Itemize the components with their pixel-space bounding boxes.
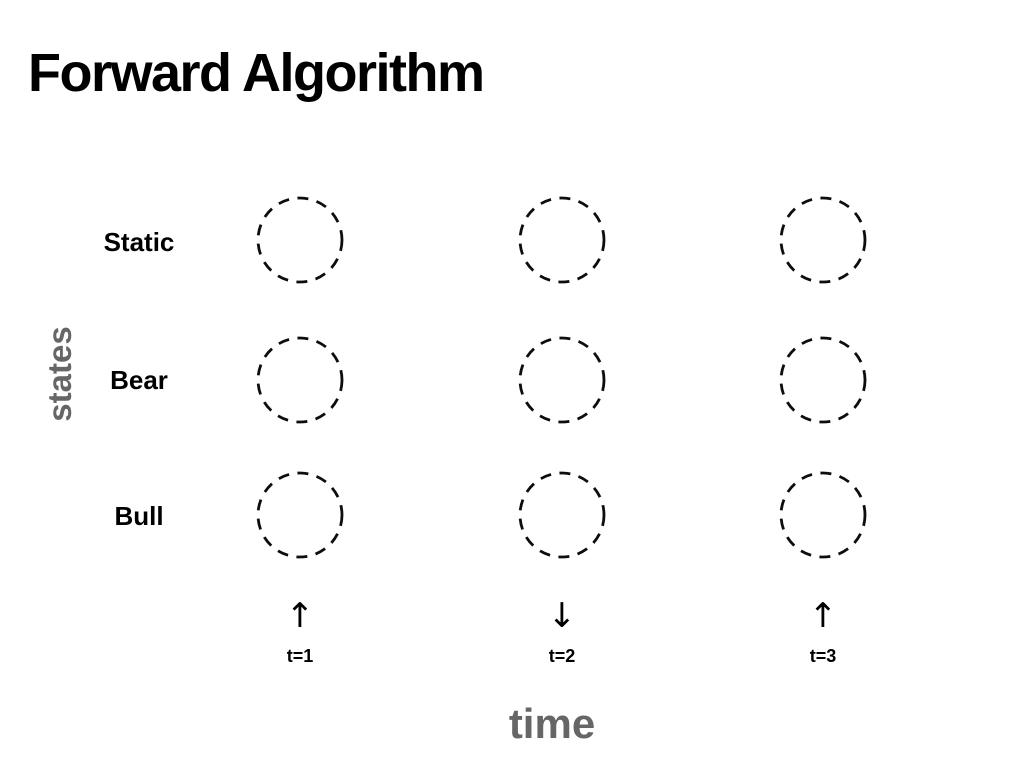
slide-title: Forward Algorithm (28, 43, 485, 103)
state-label-static: Static (103, 227, 175, 257)
up-arrow-icon-t3: ↑ (808, 596, 838, 636)
down-arrow-icon-t2: ↓ (547, 596, 577, 636)
state-label-bear: Bear (110, 365, 168, 395)
state-node-static-t2 (518, 196, 606, 284)
state-node-bull-t3 (779, 471, 867, 559)
timestep-label-t3: t=3 (809, 646, 837, 666)
state-node-bear-t2 (518, 336, 606, 424)
time-axis-label: time (508, 700, 596, 747)
state-node-static-t1 (256, 196, 344, 284)
state-label-bull: Bull (114, 501, 164, 531)
state-node-bear-t3 (779, 336, 867, 424)
state-node-bear-t1 (256, 336, 344, 424)
state-node-static-t3 (779, 196, 867, 284)
state-node-bull-t2 (518, 471, 606, 559)
up-arrow-icon-t1: ↑ (285, 596, 315, 636)
timestep-label-t2: t=2 (548, 646, 576, 666)
state-node-bull-t1 (256, 471, 344, 559)
timestep-label-t1: t=1 (286, 646, 314, 666)
